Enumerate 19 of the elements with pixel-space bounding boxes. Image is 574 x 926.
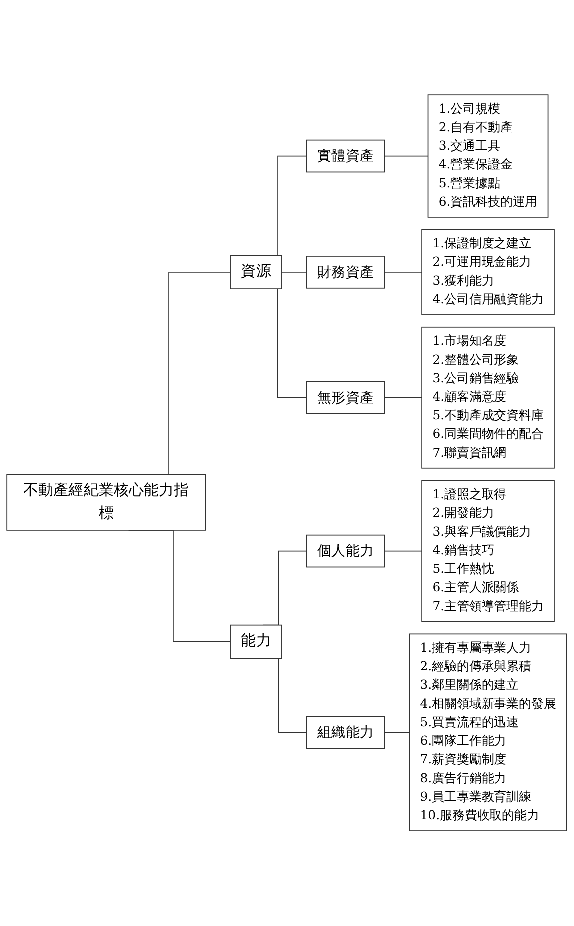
connector — [384, 397, 422, 398]
node-box: 1.保證制度之建立 2.可運用現金能力 3.獲利能力 4.公司信用融資能力 — [422, 229, 555, 316]
node-box: 實體資產 — [306, 140, 386, 173]
node-box: 能力 — [230, 624, 282, 659]
connector — [384, 272, 422, 273]
node-box: 1.公司規模 2.自有不動產 3.交通工具 4.營業保證金 5.營業據點 6.資訊科技的運用 — [428, 94, 549, 218]
node-box: 財務資產 — [306, 256, 386, 289]
node-box: 1.證照之取得 2.開發能力 3.與客戶議價能力 4.銷售技巧 5.工作熱忱 6.主管人派關係 7.主管領導管理能力 — [422, 480, 555, 622]
node-box: 1.擁有專屬專業人力 2.經驗的傳承與累積 3.鄰里關係的建立 4.相關領域新事業的發展 5.買賣流程的迅速 6.團隊工作能力 7.薪資獎勵制度 8.廣告行銷能力 9.員工專業教育訓練 10.服務費收取的能力 — [409, 634, 568, 832]
node-box: 資源 — [230, 255, 282, 290]
node-box: 不動產經紀業核心能力指標 — [6, 474, 206, 531]
connector — [384, 550, 422, 552]
connector — [384, 156, 429, 157]
node-box: 個人能力 — [306, 534, 386, 568]
node-box: 組織能力 — [306, 716, 386, 749]
connector — [384, 732, 410, 733]
node-box: 1.市場知名度 2.整體公司形象 3.公司銷售經驗 4.顧客滿意度 5.不動產成交資料庫 6.同業間物件的配合 7.聯賣資訊網 — [422, 326, 555, 469]
node-box: 無形資產 — [306, 381, 386, 414]
connector — [282, 272, 308, 273]
